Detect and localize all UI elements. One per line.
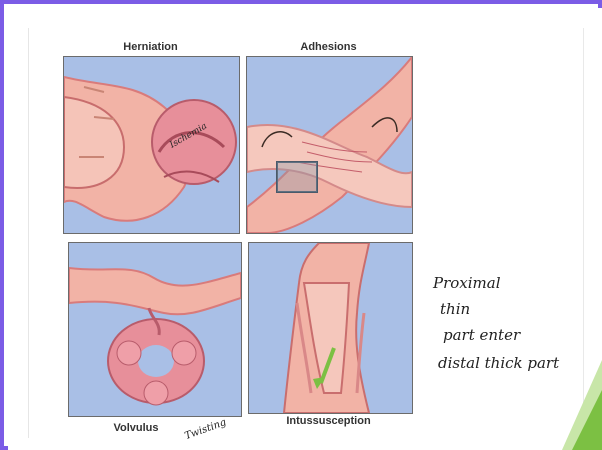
note-line-1: Proximal — [432, 274, 501, 292]
intussusception-illustration — [248, 242, 413, 414]
volvulus-illustration — [68, 242, 242, 417]
slide-canvas: Herniation Adhesions Volvulus Intussusce… — [8, 8, 602, 450]
scribble-twisting: Twisting — [183, 417, 227, 442]
caption-intussusception: Intussusception — [246, 415, 411, 427]
caption-volvulus: Volvulus — [86, 422, 186, 434]
note-line-2: thin — [440, 300, 470, 318]
note-line-3: part enter — [443, 326, 521, 344]
caption-adhesions: Adhesions — [246, 41, 411, 53]
caption-herniation: Herniation — [63, 41, 238, 53]
herniation-illustration — [63, 56, 240, 234]
adhesions-illustration — [246, 56, 413, 234]
slide-corner-decoration — [562, 360, 602, 450]
note-line-4: distal thick part — [438, 354, 560, 372]
slide-edge-left — [28, 28, 29, 438]
